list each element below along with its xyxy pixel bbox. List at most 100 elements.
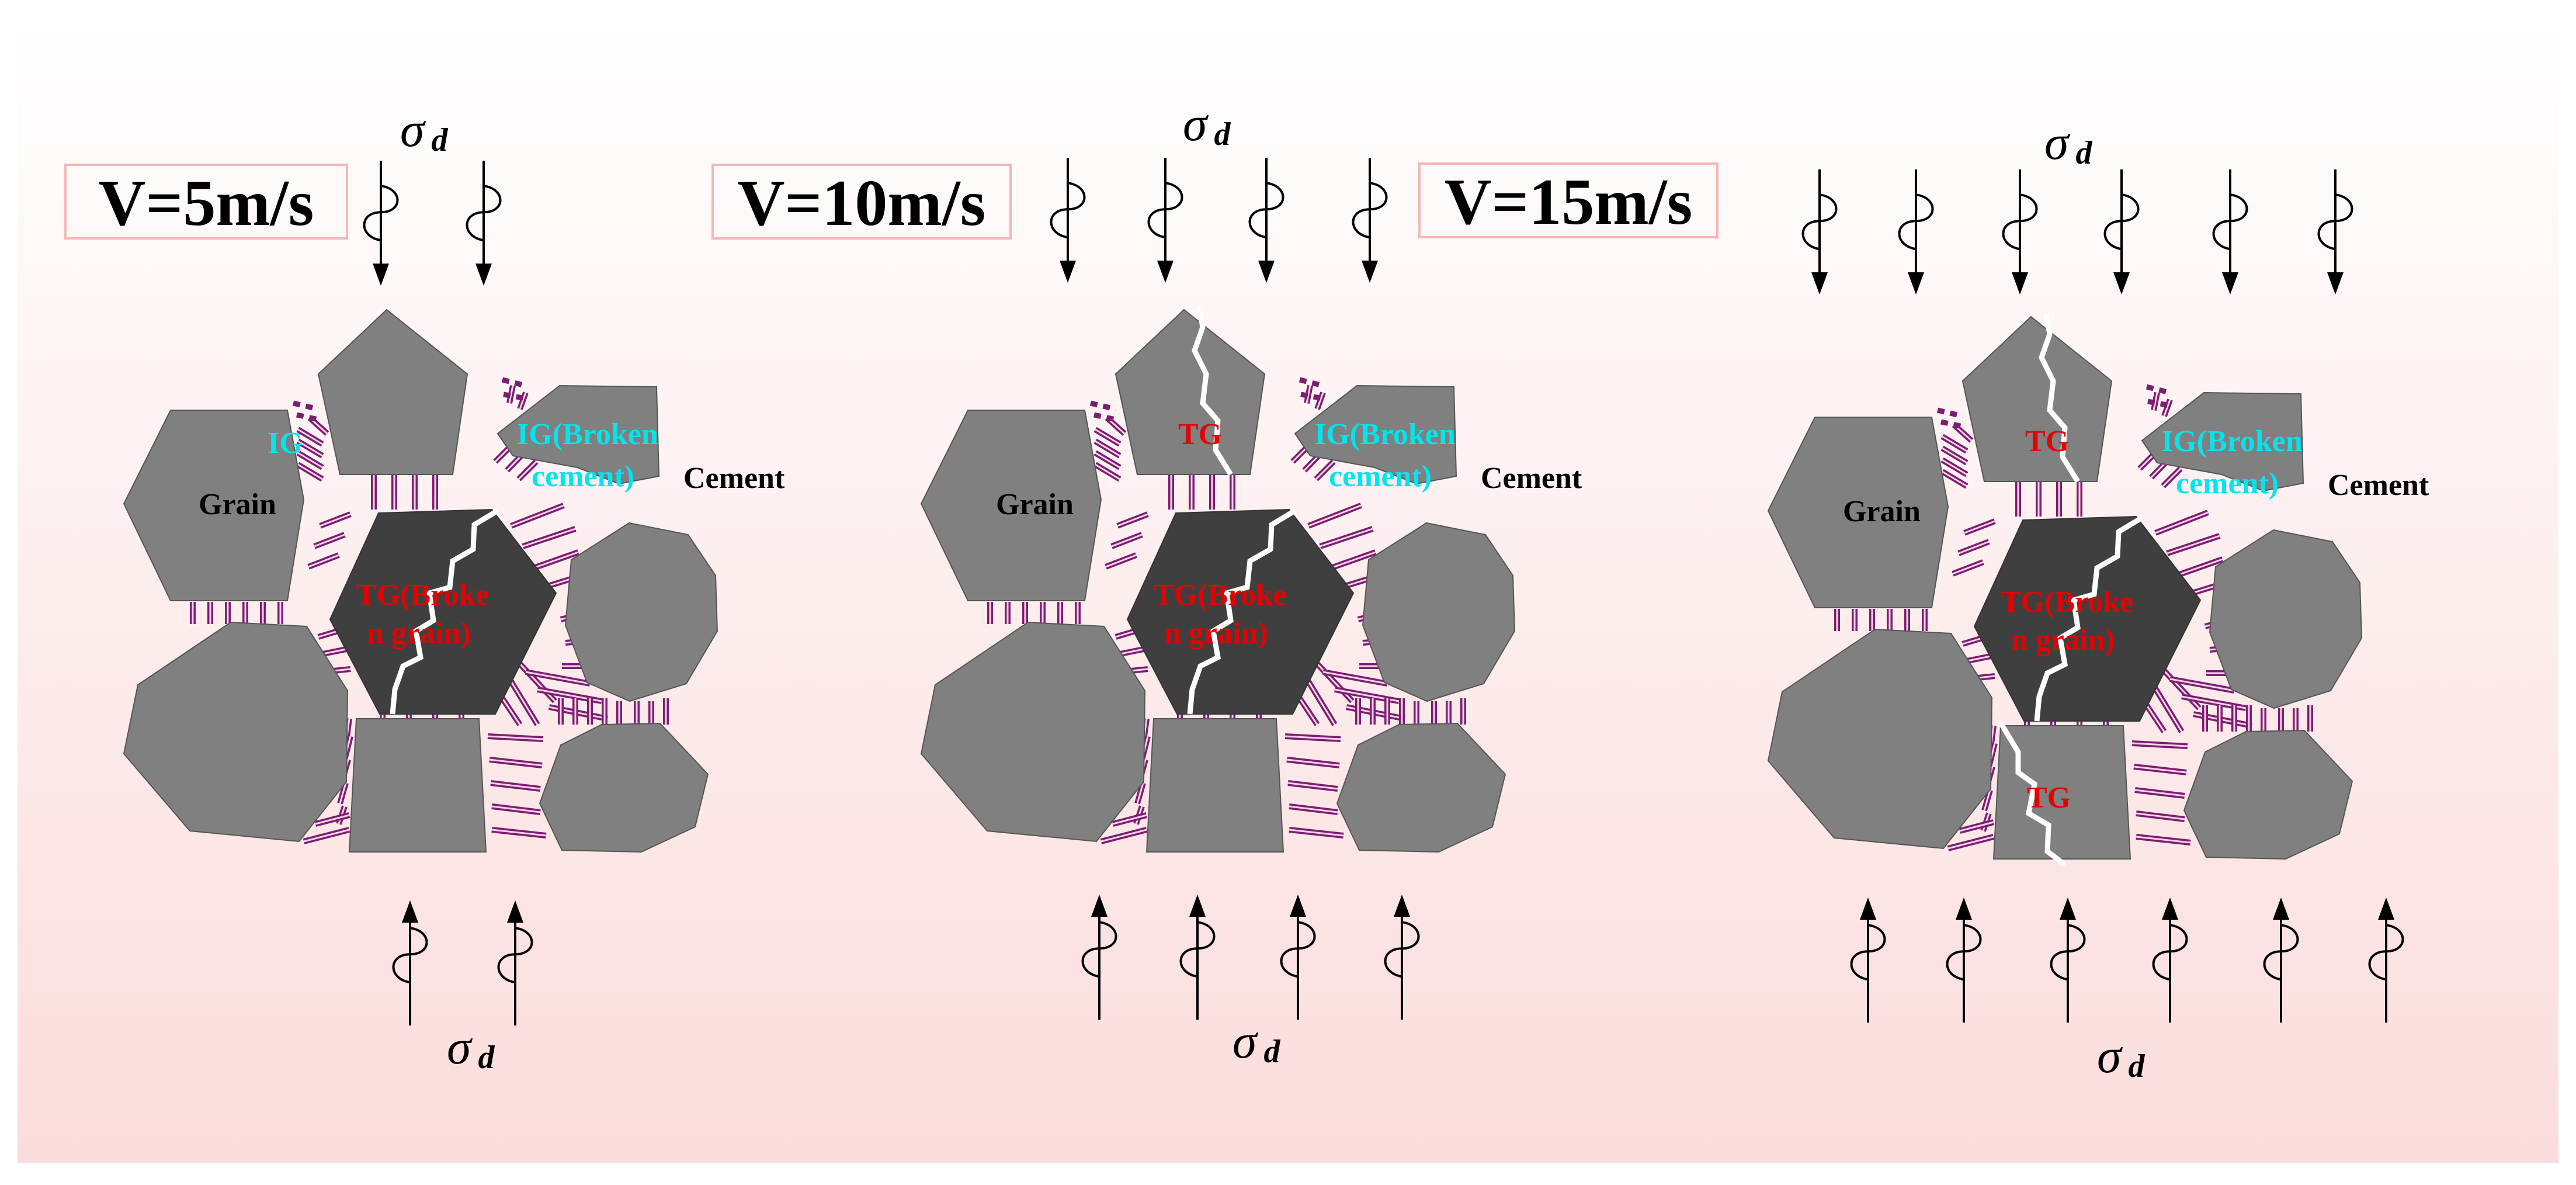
cement-bond-core — [320, 513, 351, 527]
wave-symbol — [1147, 182, 1183, 239]
cement-bond-core — [2133, 765, 2187, 774]
grain-irregular-right — [1294, 384, 1457, 485]
label-ig-broken-2: cement) — [2176, 467, 2279, 500]
cement-bond-core — [522, 528, 576, 548]
wave-symbol — [2317, 193, 2353, 251]
arrow-head — [402, 900, 418, 923]
cement-bond-core — [1105, 554, 1137, 568]
stress-arrow-down — [1801, 169, 1838, 294]
wave-symbol — [1050, 182, 1086, 239]
cement-bond-core — [491, 829, 547, 837]
stress-arrow-down — [1898, 169, 1934, 294]
cement-bond-core — [1112, 814, 1147, 825]
cement-bond-core — [2131, 742, 2188, 747]
grain-irregular-right — [497, 384, 660, 485]
stress-arrow-up — [2050, 898, 2086, 1023]
wave-symbol — [2212, 193, 2248, 251]
broken-grain-hexagon — [329, 508, 557, 715]
cement-bond-core — [2153, 392, 2158, 411]
cement-bond-core — [1111, 533, 1143, 548]
label-tg-broken-2: n grain) — [1164, 616, 1268, 650]
broken-cement-bond — [501, 377, 527, 389]
stress-arrow-down — [466, 161, 502, 286]
arrow-head — [1860, 898, 1876, 920]
wave-symbol — [1384, 921, 1420, 978]
cement-bond-core — [1942, 435, 1967, 452]
label-tg-broken-1: TG(Broke — [1154, 578, 1286, 612]
cement-bond-core — [508, 385, 514, 404]
label-tg-top: TG — [1178, 418, 1222, 451]
cement-bond-core — [1117, 513, 1148, 527]
stress-arrow-up — [497, 900, 533, 1025]
grain-heptagon-bottom-left — [920, 621, 1146, 843]
cement-bond-core — [1964, 520, 1995, 534]
cement-bond-core — [1316, 392, 1324, 410]
label-cement: Cement — [683, 462, 785, 495]
stress-arrow-up — [1850, 898, 1886, 1023]
cement-bond-core — [1117, 647, 1147, 656]
cement-bond-core — [1942, 447, 1967, 464]
broken-cement-bond — [1093, 412, 1116, 422]
arrow-head — [2327, 272, 2344, 294]
cement-bond-core — [1958, 540, 1990, 555]
cement-bond-core — [1100, 829, 1147, 843]
cement-bond-core — [1136, 782, 1144, 804]
arrow-head — [1956, 898, 1972, 920]
arrow-head — [2222, 272, 2238, 294]
grain-trapezoid-bottom — [1145, 718, 1284, 853]
cement-bond-core — [1289, 805, 1338, 813]
label-cement: Cement — [2328, 469, 2429, 502]
wave-symbol — [1081, 921, 1117, 978]
label-tg-broken-1: TG(Broke — [356, 578, 489, 612]
arrow-head — [1189, 895, 1206, 917]
velocity-label-2: V=10m/s — [738, 167, 986, 240]
stress-arrow-up — [2368, 898, 2404, 1023]
cement-bond-core — [1284, 735, 1341, 740]
grain-octagon-right — [1362, 522, 1516, 702]
label-cement: Cement — [1481, 462, 1582, 495]
cement-bond-core — [1320, 528, 1373, 548]
grain-octagon-bottom-right — [1336, 722, 1506, 853]
label-ig-broken-1: IG(Broken — [1314, 418, 1456, 451]
velocity-label-3: V=15m/s — [1445, 166, 1693, 238]
label-ig-broken-2: cement) — [532, 460, 634, 493]
cement-bond-core — [1942, 470, 1967, 487]
cement-bond-core — [339, 782, 347, 804]
grain-hexagon-left — [123, 410, 305, 601]
arrow-head — [2162, 898, 2178, 920]
stress-arrow-down — [1050, 158, 1086, 283]
wave-symbol — [2103, 193, 2140, 251]
transgranular-crack — [390, 508, 499, 715]
stress-arrow-up — [1081, 895, 1117, 1020]
arrow-head — [1060, 261, 1076, 283]
label-tg-top: TG — [2025, 425, 2069, 458]
cement-bond-core — [1289, 829, 1344, 837]
cement-bond-core — [518, 460, 537, 480]
arrow-head — [1394, 895, 1410, 917]
broken-cement-bond — [1089, 400, 1117, 412]
arrow-head — [507, 900, 523, 923]
arrow-head — [1091, 895, 1108, 917]
transgranular-crack — [2034, 515, 2144, 722]
stress-arrow-down — [2212, 169, 2248, 294]
grain-irregular-right — [2141, 391, 2304, 492]
broken-cement-bond — [1940, 419, 1963, 429]
cement-bond-core — [314, 533, 345, 548]
wave-symbol — [1801, 193, 1838, 251]
cement-bond-core — [519, 392, 527, 410]
arrow-head — [2060, 898, 2076, 920]
arrow-head — [475, 264, 492, 286]
cement-bond-core — [1308, 504, 1362, 527]
wave-symbol — [466, 185, 502, 242]
grain-hexagon-left — [920, 410, 1102, 601]
stress-arrow-up — [392, 900, 428, 1025]
cement-bond-core — [1095, 440, 1120, 457]
grain-octagon-bottom-right — [2183, 729, 2353, 860]
wave-symbol — [1179, 921, 1216, 978]
cement-bond-core — [2136, 812, 2185, 820]
label-ig-broken-2: cement) — [1329, 460, 1432, 493]
cement-bond-core — [2136, 836, 2191, 844]
